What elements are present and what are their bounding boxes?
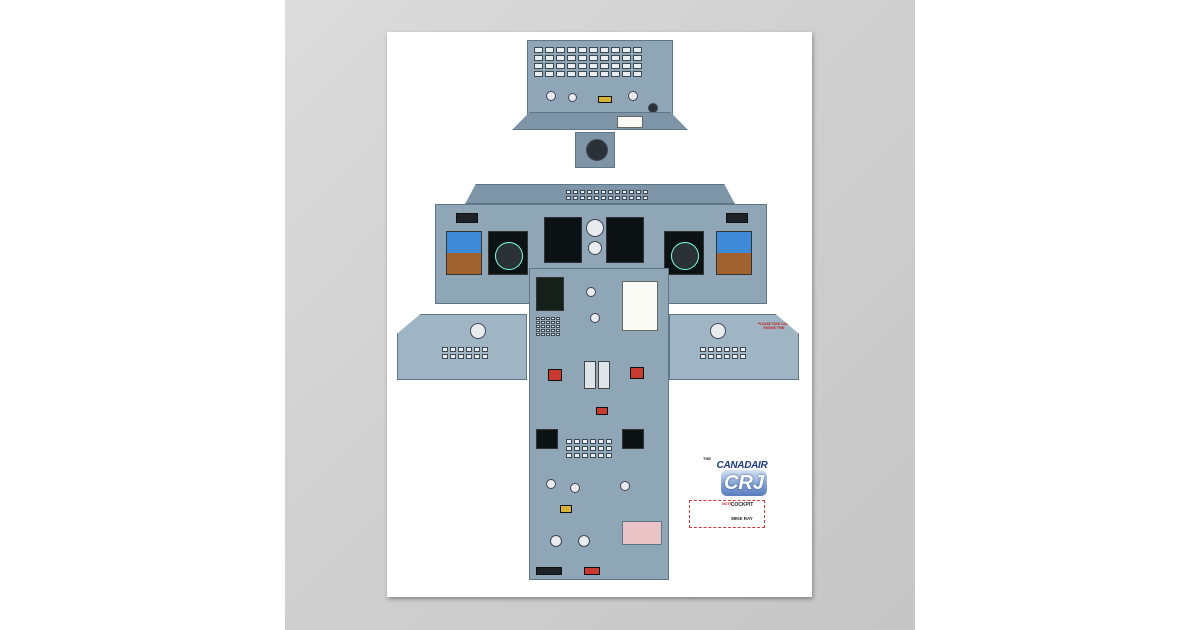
pedestal-annunciator xyxy=(560,505,572,513)
overhead-switch-grid xyxy=(534,47,642,77)
overhead-knob[interactable] xyxy=(546,91,556,101)
parking-brake-handle[interactable] xyxy=(584,567,600,575)
logo-author: MIKE RAY xyxy=(731,516,753,521)
speed-brake-lever[interactable] xyxy=(630,367,644,379)
pedestal-knob[interactable] xyxy=(590,313,600,323)
flap-lever[interactable] xyxy=(548,369,562,381)
pedestal-knob[interactable] xyxy=(578,535,590,547)
overhead-lower-wedge xyxy=(512,112,688,130)
fo-clock-label xyxy=(726,213,748,223)
fo-side-switches xyxy=(700,347,746,359)
overhead-knob[interactable] xyxy=(568,93,577,102)
canadair-crj-logo: THE CANADAIR CRJ COCKPIT MIKE RAY xyxy=(687,422,797,552)
checklist-card xyxy=(622,281,658,331)
captain-mfd xyxy=(488,231,528,275)
glareshield xyxy=(465,184,735,204)
thrust-lever-right[interactable] xyxy=(598,361,610,389)
fo-side-knob[interactable] xyxy=(710,323,726,339)
pedestal-knob[interactable] xyxy=(586,287,596,297)
poster: PLEASE TAKE CARE ENGINE TRIM xyxy=(387,32,812,597)
logo-crj: CRJ xyxy=(721,470,767,496)
overhead-knob[interactable] xyxy=(648,103,658,113)
captain-clock-label xyxy=(456,213,478,223)
logo-cockpit-label: COCKPIT xyxy=(730,502,754,508)
overhead-placard xyxy=(617,116,643,128)
copyright-note: NOTE xyxy=(689,500,765,528)
fms-keypad xyxy=(536,317,560,336)
trim-panel xyxy=(622,521,662,545)
standby-compass-mount xyxy=(575,132,615,168)
pedestal-knob[interactable] xyxy=(546,479,556,489)
pedestal-knob[interactable] xyxy=(620,481,630,491)
standby-altimeter xyxy=(588,241,602,255)
audio-panel-switches xyxy=(566,439,612,458)
note-title: NOTE xyxy=(722,502,732,506)
overhead-annunciator xyxy=(598,96,612,103)
thrust-lever-left[interactable] xyxy=(584,361,596,389)
pedestal-knob[interactable] xyxy=(570,483,580,493)
captain-pfd xyxy=(446,231,482,275)
fms-cdu-screen xyxy=(536,277,564,311)
overhead-knob[interactable] xyxy=(628,91,638,101)
standby-attitude-indicator xyxy=(586,219,604,237)
radio-display-right xyxy=(622,429,644,449)
fo-side-panel: PLEASE TAKE CARE ENGINE TRIM xyxy=(669,314,799,380)
pedestal-placard xyxy=(536,567,562,575)
logo-brand: CANADAIR xyxy=(716,460,768,471)
captain-side-knob[interactable] xyxy=(470,323,486,339)
center-pedestal xyxy=(529,268,669,580)
fo-side-warning-tag: PLEASE TAKE CARE ENGINE TRIM xyxy=(758,322,790,330)
fo-mfd xyxy=(664,231,704,275)
fo-pfd xyxy=(716,231,752,275)
captain-side-switches xyxy=(442,347,488,359)
pedestal-knob[interactable] xyxy=(550,535,562,547)
standby-compass-icon xyxy=(586,139,608,161)
eicas-secondary xyxy=(606,217,644,263)
eicas-primary xyxy=(544,217,582,263)
radio-display-left xyxy=(536,429,558,449)
autopilot-buttons xyxy=(566,190,648,200)
logo-the-label: THE xyxy=(703,456,711,461)
captain-side-panel xyxy=(397,314,527,380)
fuel-cutoff-lever[interactable] xyxy=(596,407,608,415)
